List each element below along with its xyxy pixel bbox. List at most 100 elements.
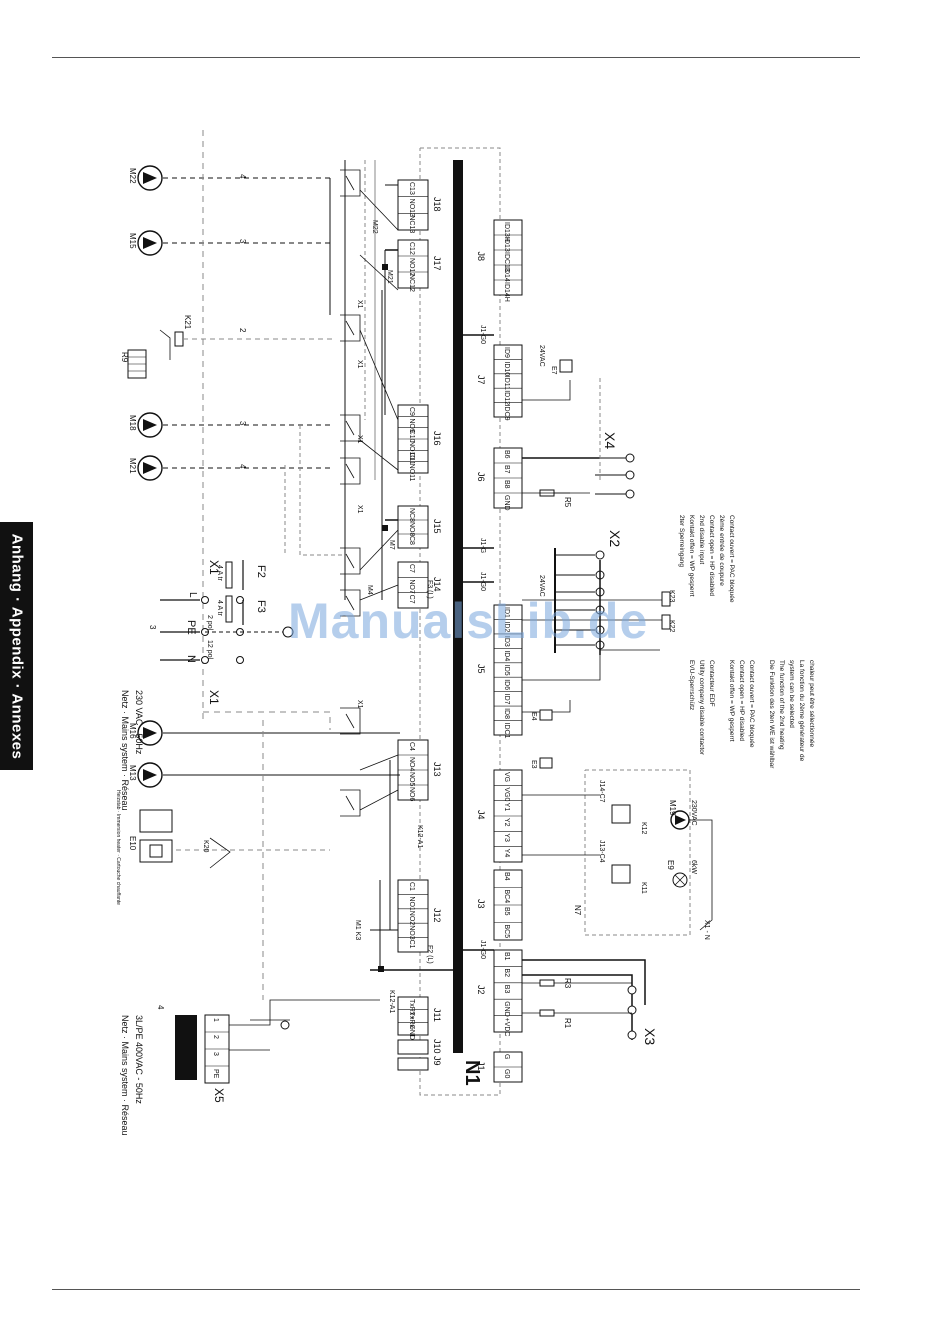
connector-name: J10 bbox=[432, 1039, 442, 1054]
x4-terminal bbox=[625, 489, 635, 499]
x1-pol-label: 2 pol. bbox=[206, 615, 213, 632]
pin-label: C9 bbox=[408, 407, 415, 416]
vac-label: 24VAC bbox=[538, 345, 545, 367]
connector-j5 bbox=[493, 604, 523, 736]
wire-number: 3 bbox=[238, 239, 247, 244]
x1n-label: X1 - N bbox=[703, 920, 710, 940]
pin-label: NO8 bbox=[408, 522, 415, 537]
pump-arrow-icon bbox=[143, 727, 157, 739]
k11-label: K11 bbox=[640, 882, 647, 894]
relay-contact bbox=[340, 457, 361, 485]
evu-note-line: Kontakt offen = WP gesperrt bbox=[728, 660, 735, 742]
x5-pin-label: 2 bbox=[212, 1035, 219, 1039]
evu-note-line: Contacteur EDF bbox=[708, 660, 715, 707]
pin-label: ID2 bbox=[503, 621, 510, 632]
connector-j7 bbox=[493, 344, 523, 418]
pin-label: B6 bbox=[503, 450, 510, 459]
section-tab: Anhang · Appendix · Annexes bbox=[0, 522, 33, 770]
pin-label: NO2 bbox=[408, 911, 415, 926]
pin-label: ID6 bbox=[503, 679, 510, 690]
sensor-switch bbox=[159, 329, 171, 360]
k12-label: K12 bbox=[640, 822, 647, 835]
evu-note-line: chaleur peut être sélectionnée bbox=[808, 660, 815, 747]
pin-label: ID14 bbox=[503, 267, 510, 282]
x4-terminal bbox=[625, 470, 635, 480]
x3-label: X3 bbox=[642, 1028, 658, 1045]
connector-name: J12 bbox=[432, 908, 442, 923]
relay-contact-blade bbox=[345, 463, 355, 479]
controller-label: N1 bbox=[461, 1060, 483, 1086]
e9-rating: 6kW bbox=[690, 860, 697, 874]
x1-label: X1 bbox=[207, 560, 221, 575]
evu-note-line: EVU-Sperrschütz bbox=[688, 660, 695, 710]
wire bbox=[203, 711, 331, 730]
connector-name: J1 bbox=[476, 1061, 486, 1071]
e4-icon bbox=[539, 709, 553, 721]
j14-c7-tag: J14-C7 bbox=[598, 780, 605, 803]
pump-label: M21 bbox=[128, 458, 137, 474]
k21-coil bbox=[174, 331, 184, 347]
pin-label: C13 bbox=[408, 182, 415, 195]
connector-j14 bbox=[397, 561, 429, 609]
connector-j2 bbox=[493, 949, 523, 1033]
relay-contact bbox=[340, 414, 361, 442]
pin-label: NC12 bbox=[408, 274, 415, 292]
wire-number: 4 bbox=[156, 1005, 165, 1010]
k20-label: K20 bbox=[202, 840, 209, 853]
wire bbox=[522, 649, 660, 681]
connector-name: J6 bbox=[476, 472, 486, 482]
pin-label: NO13 bbox=[408, 199, 415, 217]
x1-n-label: N bbox=[185, 655, 197, 663]
connector-name: J3 bbox=[476, 899, 486, 909]
connector-name: J8 bbox=[476, 252, 486, 262]
connector-j17 bbox=[397, 239, 429, 289]
e7-icon bbox=[559, 359, 573, 373]
connector-name: J15 bbox=[432, 519, 442, 534]
wire bbox=[359, 329, 399, 421]
wire-number: 3 bbox=[148, 625, 157, 630]
relay-contact-blade bbox=[345, 553, 355, 569]
relay-contact-blade bbox=[345, 795, 355, 811]
pin-label: Y2 bbox=[503, 818, 510, 827]
x1-pol-label: 12 pol. bbox=[206, 640, 213, 661]
x3-terminal bbox=[627, 1030, 637, 1040]
wire-number: 4 bbox=[238, 464, 247, 469]
connector-name: J17 bbox=[432, 256, 442, 271]
fuse-icon bbox=[225, 561, 233, 589]
terminal-tag: X1 bbox=[356, 360, 363, 369]
x2-label: X2 bbox=[607, 530, 623, 547]
fuse-label: 4 A tr bbox=[216, 565, 223, 582]
pump-label: M13 bbox=[128, 765, 137, 781]
k12-a1-label: K12-A1 bbox=[388, 990, 395, 1013]
e4-label: E4 bbox=[530, 712, 537, 721]
evu-note-line: The function of the 2nd heating bbox=[778, 660, 785, 750]
pin-label: B4 bbox=[503, 872, 510, 881]
wire bbox=[299, 425, 345, 556]
pin-label: ID5 bbox=[503, 665, 510, 676]
wire bbox=[522, 974, 633, 1040]
evu-note-line: Contact ouvert = PAC bloquée bbox=[748, 660, 755, 748]
footer-rule bbox=[52, 1289, 860, 1290]
supply-3ph-line1: Netz · Mains system · Réseau bbox=[120, 1015, 130, 1136]
wire-number: 2 bbox=[238, 328, 247, 333]
connector-j18 bbox=[397, 179, 429, 231]
e10-note: Heizstab · Immersion heater · Cartouche … bbox=[115, 790, 121, 905]
pin-label: ID14H bbox=[503, 282, 510, 302]
connector-name: J18 bbox=[432, 197, 442, 212]
pin-label: ID3 bbox=[503, 636, 510, 647]
x4-label: X4 bbox=[602, 432, 618, 449]
e9-label: E9 bbox=[666, 860, 675, 870]
pin-label: IDC13 bbox=[503, 252, 510, 272]
sperr-note-line: 2ème entrée de coupure bbox=[718, 515, 725, 586]
pin-label: ID4 bbox=[503, 650, 510, 661]
relay-contact bbox=[340, 789, 361, 817]
x5-label: X5 bbox=[212, 1088, 226, 1103]
pin-label: NO9 bbox=[408, 418, 415, 433]
connector-name: J4 bbox=[476, 810, 486, 820]
wire-tag: M22 bbox=[371, 220, 378, 234]
pin-label: B3 bbox=[503, 985, 510, 994]
pin-label: C1 bbox=[408, 882, 415, 891]
x1-l-label: L bbox=[187, 592, 198, 598]
terminal-tag: X1 bbox=[356, 435, 363, 444]
pin-label: VG bbox=[503, 772, 510, 782]
